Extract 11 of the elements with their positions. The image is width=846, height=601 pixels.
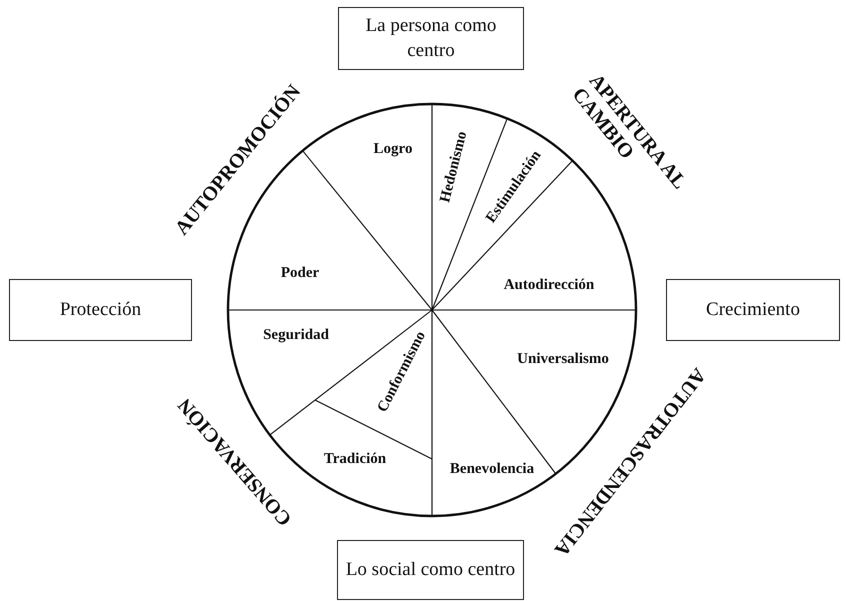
sector-label: Tradición xyxy=(324,450,386,468)
sector-label: Benevolencia xyxy=(450,460,534,478)
sector-label: Logro xyxy=(374,140,412,158)
sector-label: Autodirección xyxy=(504,276,594,294)
sector-label: Seguridad xyxy=(263,326,329,344)
label-box: Lo social como centro xyxy=(337,540,524,600)
label-box: Crecimiento xyxy=(666,279,840,341)
sector-label: Poder xyxy=(280,264,320,282)
label-box: La persona como centro xyxy=(338,7,524,70)
sector-label: Universalismo xyxy=(517,350,609,367)
label-box: Protección xyxy=(9,279,192,341)
